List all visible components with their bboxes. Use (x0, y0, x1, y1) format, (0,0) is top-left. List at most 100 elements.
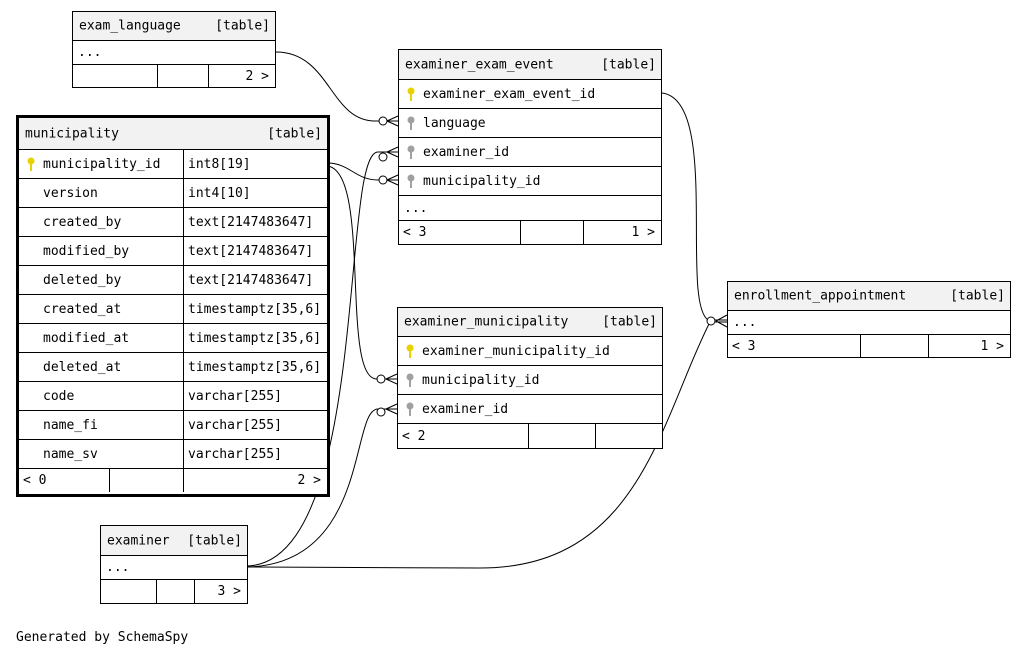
column-type: int8[19] (183, 150, 327, 178)
column-name: name_fi (43, 417, 98, 433)
table-title: exam_language (79, 18, 181, 34)
table-tag: [table] (601, 57, 656, 72)
primary-key-icon (398, 337, 422, 365)
table-title: examiner_exam_event (405, 57, 554, 72)
column-type: varchar[255] (183, 440, 327, 468)
table-tag: [table] (950, 288, 1005, 304)
table-tag: [table] (187, 533, 242, 548)
table-exam-language[interactable]: exam_language [table] ... 2 > (72, 11, 276, 88)
column-type: varchar[255] (183, 382, 327, 410)
column-name: name_sv (43, 446, 98, 462)
edge-end-circle (378, 175, 388, 185)
column-row[interactable]: created_at timestamptz[35,6] (19, 295, 327, 324)
more-columns: ... (101, 556, 247, 580)
column-name: municipality_id (43, 156, 161, 172)
column-row[interactable]: modified_at timestamptz[35,6] (19, 324, 327, 353)
column-row[interactable]: municipality_id int8[19] (19, 150, 327, 179)
parents-count[interactable]: < 3 (732, 338, 756, 354)
edge-event-to-enrollment (661, 92, 727, 321)
more-columns: ... (728, 311, 1010, 335)
column-name: modified_at (43, 330, 130, 346)
children-count[interactable]: 2 > (183, 469, 327, 492)
edge-end-circle (376, 374, 386, 384)
parents-count[interactable] (73, 65, 157, 87)
column-row[interactable]: examiner_id (398, 395, 662, 424)
parents-count[interactable]: < 2 (402, 428, 426, 444)
column-type: int4[10] (183, 179, 327, 207)
children-count[interactable]: 3 > (194, 580, 247, 603)
edge-end-circle (706, 316, 716, 326)
column-row[interactable]: name_sv varchar[255] (19, 440, 327, 469)
foreign-key-icon (398, 366, 422, 394)
column-type: varchar[255] (183, 411, 327, 439)
column-row[interactable]: name_fi varchar[255] (19, 411, 327, 440)
table-examiner-municipality[interactable]: examiner_municipality [table] examiner_m… (397, 307, 663, 449)
column-row[interactable]: created_by text[2147483647] (19, 208, 327, 237)
column-name: deleted_by (43, 272, 122, 288)
column-type: timestamptz[35,6] (183, 353, 327, 381)
children-count[interactable]: 1 > (583, 221, 661, 244)
table-tag: [table] (215, 18, 270, 34)
column-name: code (43, 388, 75, 404)
column-row[interactable]: examiner_id (399, 138, 661, 167)
column-row[interactable]: deleted_at timestamptz[35,6] (19, 353, 327, 382)
table-title: enrollment_appointment (734, 288, 907, 304)
table-tag: [table] (267, 126, 322, 141)
column-name: examiner_municipality_id (422, 343, 610, 359)
column-name: language (423, 115, 486, 131)
edge-examiner-to-enrollment (247, 321, 727, 569)
foreign-key-icon (399, 167, 423, 195)
edge-end-circle (378, 116, 388, 126)
column-row[interactable]: municipality_id (398, 366, 662, 395)
column-name: municipality_id (422, 372, 540, 388)
column-type: timestamptz[35,6] (183, 324, 327, 352)
column-name: municipality_id (423, 173, 541, 189)
table-examiner[interactable]: examiner [table] ... 3 > (100, 525, 248, 604)
column-name: created_by (43, 214, 122, 230)
foreign-key-icon (399, 109, 423, 137)
column-row[interactable]: examiner_exam_event_id (399, 80, 661, 109)
table-tag: [table] (602, 314, 657, 330)
column-row[interactable]: deleted_by text[2147483647] (19, 266, 327, 295)
column-type: text[2147483647] (183, 266, 327, 294)
parents-count[interactable] (101, 580, 156, 603)
edge-examiner-to-event-examiner (247, 151, 398, 567)
column-row[interactable]: modified_by text[2147483647] (19, 237, 327, 266)
children-count[interactable]: 1 > (928, 335, 1010, 357)
generated-by-note: Generated by SchemaSpy (16, 630, 189, 645)
edge-exam-language-to-event-language (275, 51, 398, 122)
edge-municipality-to-em-municipality (326, 165, 397, 380)
primary-key-icon (19, 150, 43, 178)
edge-end-circle (378, 152, 388, 162)
edge-municipality-to-event-municipality (326, 162, 398, 181)
column-row[interactable]: code varchar[255] (19, 382, 327, 411)
table-title: examiner_municipality (404, 314, 569, 330)
more-columns: ... (399, 196, 661, 221)
column-type: timestamptz[35,6] (183, 295, 327, 323)
table-examiner-exam-event[interactable]: examiner_exam_event [table] examiner_exa… (398, 49, 662, 245)
column-name: examiner_id (423, 144, 510, 160)
column-row[interactable]: examiner_municipality_id (398, 337, 662, 366)
column-name: version (43, 185, 98, 201)
column-type: text[2147483647] (183, 208, 327, 236)
children-count[interactable]: 2 > (208, 65, 275, 87)
column-name: examiner_id (422, 401, 509, 417)
table-enrollment-appointment[interactable]: enrollment_appointment [table] ... < 3 1… (727, 281, 1011, 358)
column-name: examiner_exam_event_id (423, 86, 596, 102)
children-count (595, 424, 662, 448)
column-row[interactable]: language (399, 109, 661, 138)
table-municipality[interactable]: municipality [table] municipality_id int… (16, 115, 330, 497)
column-row[interactable]: municipality_id (399, 167, 661, 196)
primary-key-icon (399, 80, 423, 108)
parents-count[interactable]: < 3 (403, 225, 427, 240)
column-row[interactable]: version int4[10] (19, 179, 327, 208)
foreign-key-icon (398, 395, 422, 423)
more-columns: ... (73, 41, 275, 65)
edge-end-circle (376, 407, 386, 417)
parents-count[interactable]: < 0 (23, 473, 47, 488)
column-name: modified_by (43, 243, 130, 259)
column-name: created_at (43, 301, 122, 317)
table-title: examiner (107, 533, 170, 548)
table-title: municipality (25, 126, 119, 141)
